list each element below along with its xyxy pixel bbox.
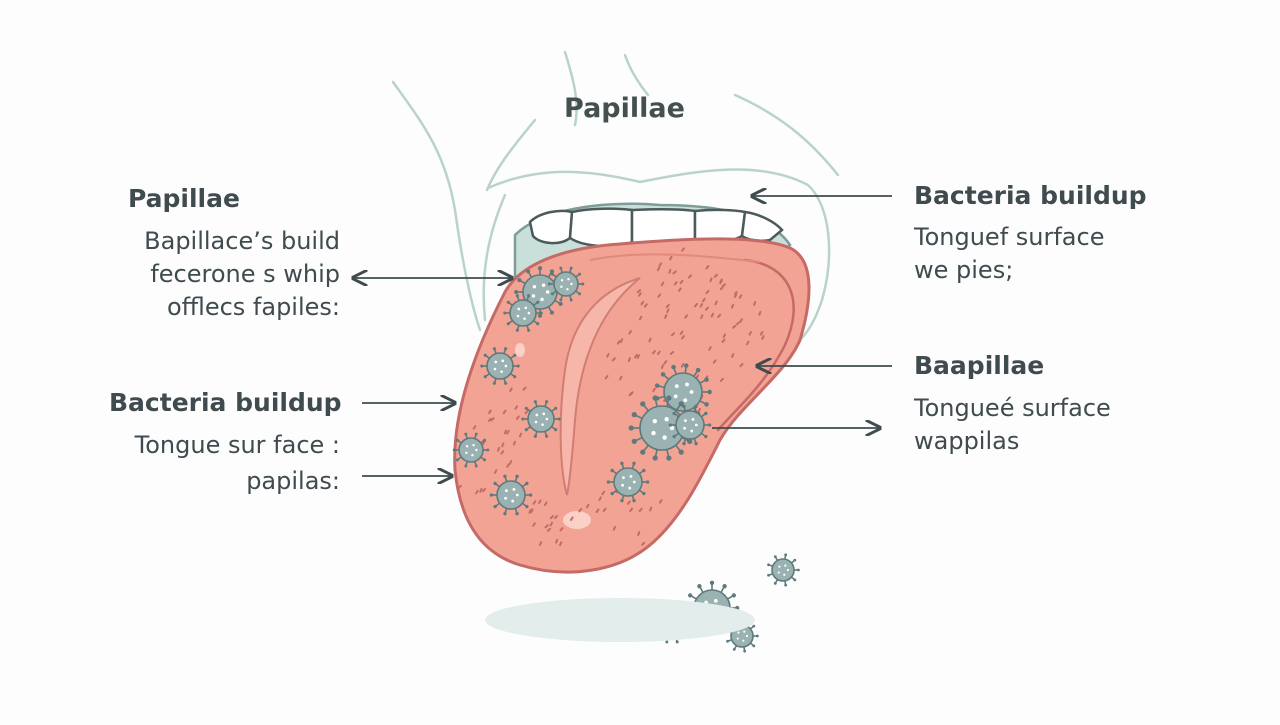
- label-right-top-heading: Bacteria buildup: [914, 181, 1147, 210]
- arrows: [353, 196, 892, 476]
- tongue: [453, 237, 811, 574]
- label-line: Bapillace’s build: [144, 227, 340, 255]
- label-left-top-heading: Papillae: [128, 184, 240, 213]
- label-right-top-text: Tonguef surface we pies;: [914, 221, 1104, 287]
- bacteria-cluster: [452, 432, 490, 468]
- label-line: wappilas: [914, 427, 1020, 455]
- diagram-title: Papillae: [564, 93, 685, 124]
- label-right-bottom-text: Tongueé surface wappilas: [914, 392, 1111, 458]
- bacteria-cluster: [547, 266, 585, 302]
- face-outline: [391, 50, 840, 354]
- label-right-bottom-heading: Baapillae: [914, 351, 1045, 380]
- label-line: fecerone s whip: [150, 260, 340, 288]
- label-line: Tonguef surface: [914, 223, 1105, 251]
- bacteria-cluster: [489, 474, 533, 516]
- median-groove: [559, 277, 641, 496]
- label-line: papilas:: [246, 467, 340, 495]
- bacteria-cluster: [654, 363, 712, 421]
- bacteria-cluster: [767, 553, 800, 587]
- bacteria-cluster: [668, 404, 712, 446]
- label-line: Tongue sur face :: [134, 431, 340, 459]
- bacteria-cluster: [480, 347, 520, 385]
- bacteria-cluster: [521, 400, 561, 438]
- bacteria-cluster: [503, 294, 543, 332]
- label-line: Tongueé surface: [914, 394, 1111, 422]
- label-left-bottom-heading: Bacteria buildup: [109, 388, 342, 417]
- label-line: we pies;: [914, 256, 1014, 284]
- label-left-bottom-text: Tongue sur face : papilas:: [135, 427, 340, 499]
- bacteria-cluster: [606, 461, 650, 503]
- label-line: offlecs fapiles:: [166, 293, 340, 321]
- label-left-top-text: Bapillace’s build fecerone s whip offlec…: [144, 225, 340, 324]
- floor-shadow: [485, 598, 755, 642]
